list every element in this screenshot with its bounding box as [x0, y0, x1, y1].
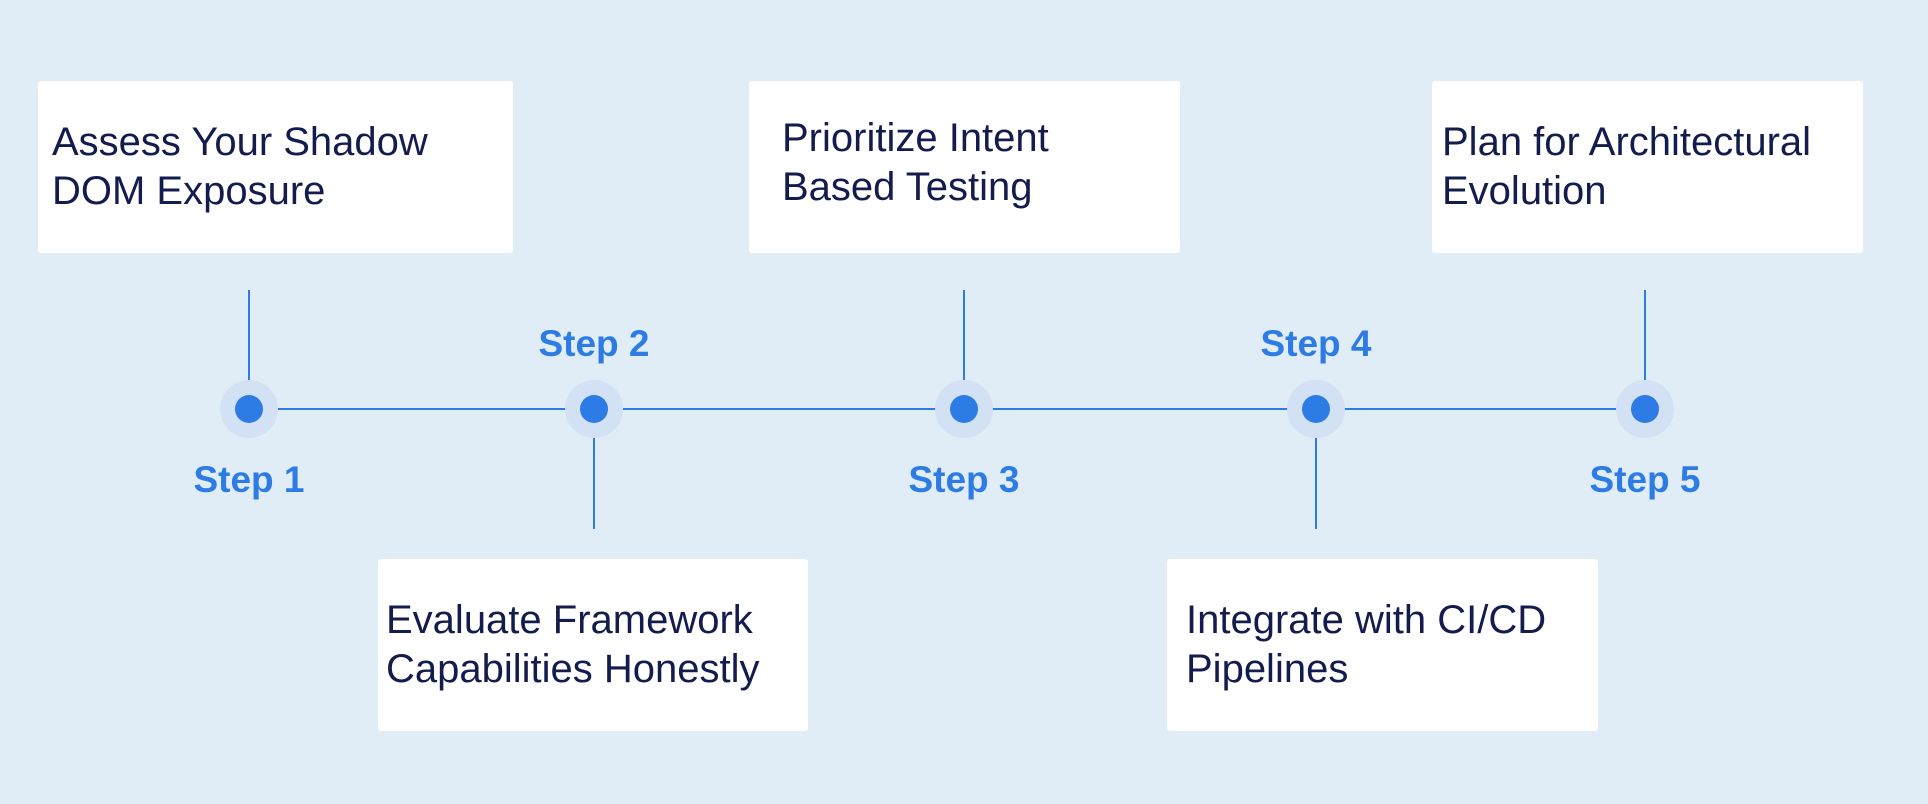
step-1-node: [235, 395, 263, 423]
step-1-label: Step 1: [193, 459, 305, 500]
step-3-title: Prioritize Intent Based Testing: [782, 116, 1049, 209]
step-2-label: Step 2: [538, 323, 650, 364]
step-2-title: Evaluate Framework Capabilities Honestly: [386, 598, 760, 691]
step-4-label: Step 4: [1260, 323, 1372, 364]
step-3-label: Step 3: [908, 459, 1020, 500]
step-5-title: Plan for Architectural Evolution: [1442, 120, 1812, 213]
step-4-title: Integrate with CI/CD Pipelines: [1186, 598, 1547, 691]
step-5-card: Plan for Architectural Evolution: [1432, 81, 1863, 253]
step-3-node: [950, 395, 978, 423]
step-5-node: [1631, 395, 1659, 423]
step-2-card: Evaluate Framework Capabilities Honestly: [378, 559, 808, 731]
step-2-node: [580, 395, 608, 423]
step-1-card: Assess Your Shadow DOM Exposure: [38, 81, 513, 253]
step-1-title: Assess Your Shadow DOM Exposure: [52, 120, 428, 213]
step-3-card: Prioritize Intent Based Testing: [749, 81, 1180, 253]
step-4-node: [1302, 395, 1330, 423]
step-5-label: Step 5: [1589, 459, 1701, 500]
step-4-card: Integrate with CI/CD Pipelines: [1167, 559, 1598, 731]
